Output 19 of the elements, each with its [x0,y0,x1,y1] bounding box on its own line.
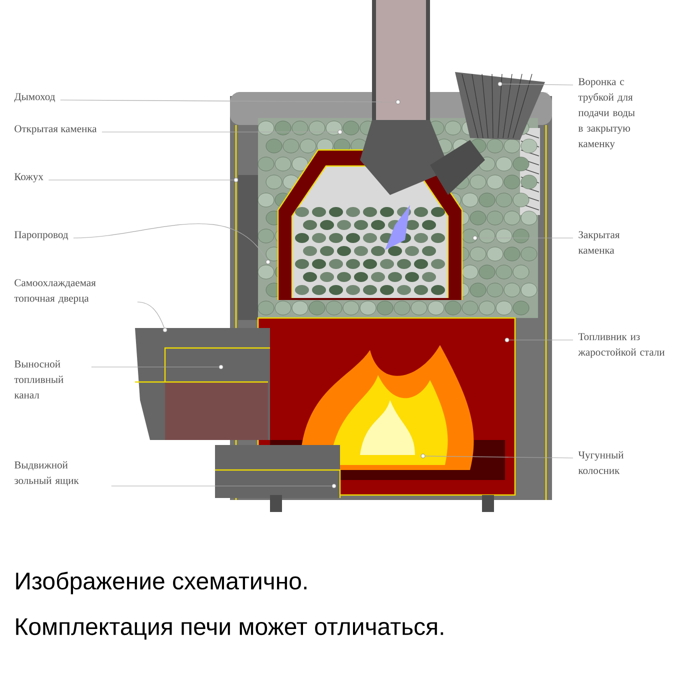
part-label: Кожух [14,173,44,182]
part-label: Самоохлаждаемая топочная дверца [14,279,96,304]
leader-line [137,302,165,328]
part-label: Топливник из жаростойкой стали [578,333,665,358]
leader-line [424,456,574,458]
part-label: Открытая каменка [14,125,97,134]
note-text: Изображение схематично. [16,572,306,594]
part-label: Выдвижной зольный ящик [14,461,79,486]
part-label: Воронка с трубкой для подачи воды в закрытую каменку [578,78,635,150]
note-text: Комплектация печи может отличаться. [16,618,444,640]
leader-line [91,366,220,368]
leader-line [73,223,268,260]
leader-line [60,100,396,102]
part-label: Чугунный колосник [578,451,624,474]
part-label: Паропровод [14,231,68,240]
leader-line [502,84,574,86]
part-label: Закрытая каменка [578,231,620,254]
part-label: Дымоход [14,93,55,102]
part-label: Выносной топливный канал [14,360,64,398]
